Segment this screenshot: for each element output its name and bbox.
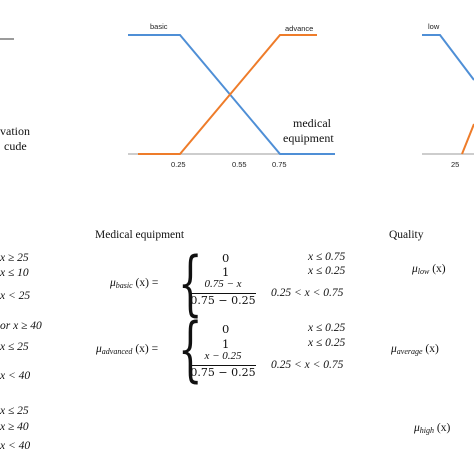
basic-case1-value: 0 — [222, 251, 230, 265]
mu-symbol: μ — [414, 422, 420, 434]
mu-high-label: μhigh (x) — [414, 422, 450, 435]
medical-tick-label: 0.55 — [232, 160, 247, 169]
left-plot-label-line2: cude — [4, 139, 27, 153]
mu-subscript: high — [419, 426, 435, 435]
advanced-case3-denominator: 0.75 − 0.25 — [190, 366, 256, 379]
medical-membership-plot — [128, 34, 335, 155]
mu-subscript: average — [396, 347, 423, 356]
mu-argument: (x) = — [135, 277, 159, 289]
left-condition: x < 25 — [0, 290, 31, 302]
left-condition: x < 40 — [0, 440, 31, 452]
quality-membership-plot — [422, 34, 474, 155]
advanced-case3-numerator: x − 0.25 — [204, 350, 242, 362]
mu-average-label: μaverage (x) — [391, 343, 439, 356]
quality-orange-series-line — [461, 123, 474, 155]
mu-subscript: low — [417, 267, 430, 276]
low-series-line — [422, 34, 474, 81]
left-condition: x ≤ 25 — [0, 405, 29, 417]
mu-argument: (x) — [432, 263, 446, 275]
left-condition: or x ≥ 40 — [0, 320, 42, 332]
medical-plot-annotation-line2: equipment — [283, 131, 334, 145]
basic-case3-denominator: 0.75 − 0.25 — [190, 294, 256, 307]
low-series-label: low — [428, 22, 440, 31]
left-condition: x ≤ 10 — [0, 267, 29, 279]
basic-case3-condition: 0.25 < x < 0.75 — [271, 287, 344, 299]
basic-cases-brace: { — [178, 242, 203, 324]
mu-symbol: μ — [412, 263, 418, 275]
left-condition: x < 40 — [0, 370, 31, 382]
mu-argument: (x) — [425, 343, 439, 355]
medical-tick-label: 0.75 — [272, 160, 287, 169]
basic-series-label: basic — [150, 22, 168, 31]
mu-symbol: μ — [391, 343, 397, 355]
advanced-cases-brace: { — [178, 308, 203, 390]
basic-case3-numerator: 0.75 − x — [204, 278, 242, 290]
advanced-case3-fraction-bar — [190, 365, 256, 366]
advance-series-line — [138, 34, 317, 155]
advanced-case1-value: 0 — [222, 322, 230, 336]
left-condition: x ≤ 25 — [0, 341, 29, 353]
medical-equations-title: Medical equipment — [95, 229, 185, 241]
advanced-case2-condition: x ≤ 0.25 — [308, 337, 346, 349]
left-plot — [0, 38, 14, 40]
advance-series-label: advance — [285, 24, 314, 33]
mu-argument: (x) = — [135, 343, 159, 355]
basic-case2-condition: x ≤ 0.25 — [308, 265, 346, 277]
basic-case2-value: 1 — [222, 265, 230, 279]
mu-subscript: advanced — [101, 347, 133, 356]
mu-subscript: basic — [115, 281, 133, 290]
left-condition: x ≥ 25 — [0, 252, 29, 264]
mu-low-label: μlow (x) — [412, 263, 446, 276]
advanced-case1-condition: x ≤ 0.25 — [308, 322, 346, 334]
medical-plot-annotation-line1: medical — [293, 116, 331, 130]
mu-symbol: μ — [96, 343, 102, 355]
mu-basic-label: μbasic (x) = — [110, 277, 158, 290]
quality-tick-label: 25 — [451, 160, 460, 169]
basic-case3-fraction-bar — [190, 293, 256, 294]
mu-advanced-label: μadvanced (x) = — [96, 343, 158, 356]
quality-equations-title: Quality — [389, 229, 424, 241]
advanced-case3-condition: 0.25 < x < 0.75 — [271, 359, 344, 371]
mu-argument: (x) — [436, 422, 451, 434]
left-condition: x ≥ 40 — [0, 421, 29, 433]
mu-symbol: μ — [110, 277, 116, 289]
left-plot-label-line1: vation — [0, 124, 30, 138]
basic-case1-condition: x ≤ 0.75 — [308, 251, 346, 263]
advanced-case2-value: 1 — [222, 337, 230, 351]
medical-tick-label: 0.25 — [171, 160, 186, 169]
